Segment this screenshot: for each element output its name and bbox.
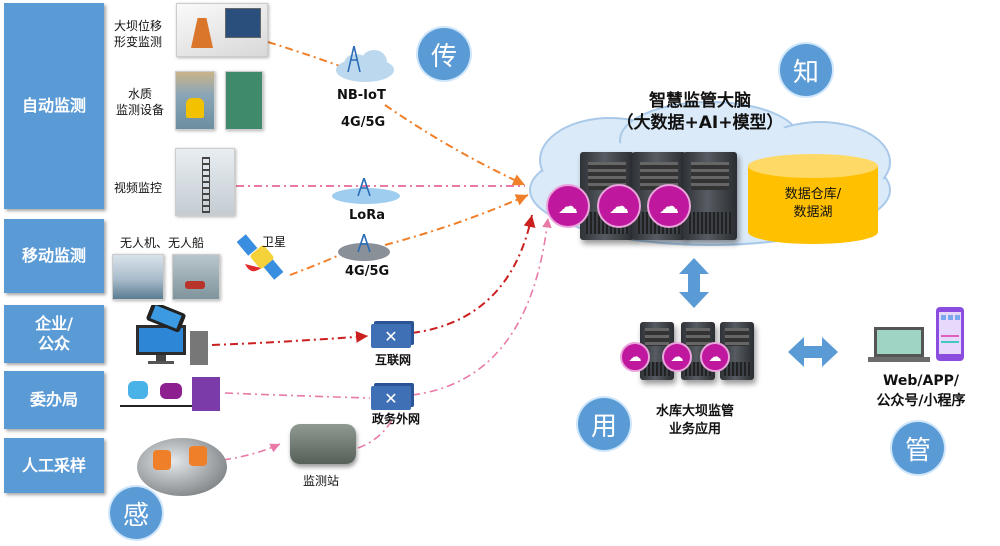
buoy-image	[175, 71, 215, 130]
brain-server-3	[683, 152, 737, 240]
drone-boat-label: 无人机、无人船	[120, 236, 205, 250]
data-warehouse-cylinder	[748, 154, 878, 244]
video-tower-image	[175, 148, 235, 216]
category-manual-sampling: 人工采样	[4, 438, 104, 493]
water-cabinet-image	[225, 71, 263, 130]
app-server-3	[720, 322, 754, 380]
internet-label: 互联网	[375, 353, 412, 367]
cloud-badge-icon: ☁	[662, 342, 692, 372]
application-label: 水库大坝监管 业务应用	[655, 404, 734, 438]
stage-know-circle: 知	[780, 44, 832, 96]
dam-model-icon	[191, 18, 213, 48]
video-monitoring-label: 视频监控	[114, 181, 163, 195]
category-label: 移动监测	[21, 246, 86, 265]
link-dam-nbiot	[267, 41, 346, 69]
tower-icon	[202, 157, 210, 213]
manual-sampling-image	[137, 438, 227, 496]
nbiot-4g5g-label: 4G/5G	[341, 115, 386, 130]
vertical-double-arrow	[679, 258, 709, 308]
laptop-phone-icon	[868, 307, 964, 362]
gov-extranet-label: 政务外网	[372, 412, 421, 426]
boat-icon	[185, 281, 205, 289]
water-quality-label: 水质 监测设备	[116, 87, 165, 118]
nbiot-label: NB-IoT	[337, 88, 386, 103]
cloud-badge-icon: ☁	[546, 184, 590, 228]
category-label: 自动监测	[21, 96, 86, 115]
category-label: 人工采样	[21, 455, 86, 475]
link-enterprise-internet	[211, 330, 369, 346]
internet-switch-icon: ✕	[371, 324, 411, 348]
link-sample-station	[204, 443, 281, 463]
link-bureau-gov	[224, 392, 371, 399]
link-nbiot-brain	[384, 104, 526, 186]
category-auto-monitoring: 自动监测	[4, 3, 104, 209]
stage-manage-circle: 管	[892, 422, 944, 474]
nbiot-cloud-icon	[336, 45, 394, 82]
data-warehouse-label: 数据仓库/ 数据湖	[784, 187, 842, 220]
category-bureau: 委办局	[4, 371, 104, 429]
horizontal-double-arrow	[788, 337, 838, 367]
brain-title: 智慧监管大脑	[649, 91, 751, 111]
link-station-gov	[357, 419, 393, 449]
worker-icon	[189, 446, 207, 466]
computer-phone-icon	[136, 305, 208, 365]
link-gov-brain	[411, 217, 552, 396]
stage-transmit-circle: 传	[418, 28, 470, 80]
4g5g-cloud-icon	[338, 234, 390, 261]
4g5g-label: 4G/5G	[345, 264, 390, 279]
cloud-badge-icon: ☁	[647, 184, 691, 228]
lora-label: LoRa	[349, 208, 385, 223]
dam-displacement-image	[176, 3, 268, 57]
link-4g-brain	[384, 194, 529, 246]
link-internet-brain	[411, 214, 536, 334]
dam-displacement-label: 大坝位移 形变监测	[114, 19, 163, 50]
category-label: 委办局	[29, 390, 78, 409]
satellite-label: 卫星	[262, 235, 287, 249]
stage-use-circle: 用	[578, 398, 630, 450]
satellite-icon	[237, 234, 284, 280]
monitoring-station-label: 监测站	[303, 474, 340, 488]
category-label: 企业/ 公众	[35, 314, 73, 353]
worker-icon	[153, 450, 171, 470]
category-enterprise-public: 企业/ 公众	[4, 305, 104, 363]
drone-image	[112, 254, 164, 300]
category-mobile-monitoring: 移动监测	[4, 219, 104, 293]
buoy-icon	[186, 98, 204, 118]
gov-extranet-switch-icon: ✕	[371, 386, 411, 410]
monitoring-station-icon	[290, 424, 356, 464]
boat-image	[172, 254, 220, 300]
clients-label: Web/APP/ 公众号/小程序	[876, 373, 966, 409]
cloud-badge-icon: ☁	[700, 342, 730, 372]
stage-sense-circle: 感	[110, 487, 162, 539]
bureau-database-icon	[120, 377, 220, 411]
brain-subtitle: （大数据+AI+模型）	[616, 113, 784, 133]
cloud-badge-icon: ☁	[620, 342, 650, 372]
lora-cloud-icon	[332, 178, 400, 204]
monitor-screen-icon	[225, 8, 261, 38]
cloud-badge-icon: ☁	[597, 184, 641, 228]
